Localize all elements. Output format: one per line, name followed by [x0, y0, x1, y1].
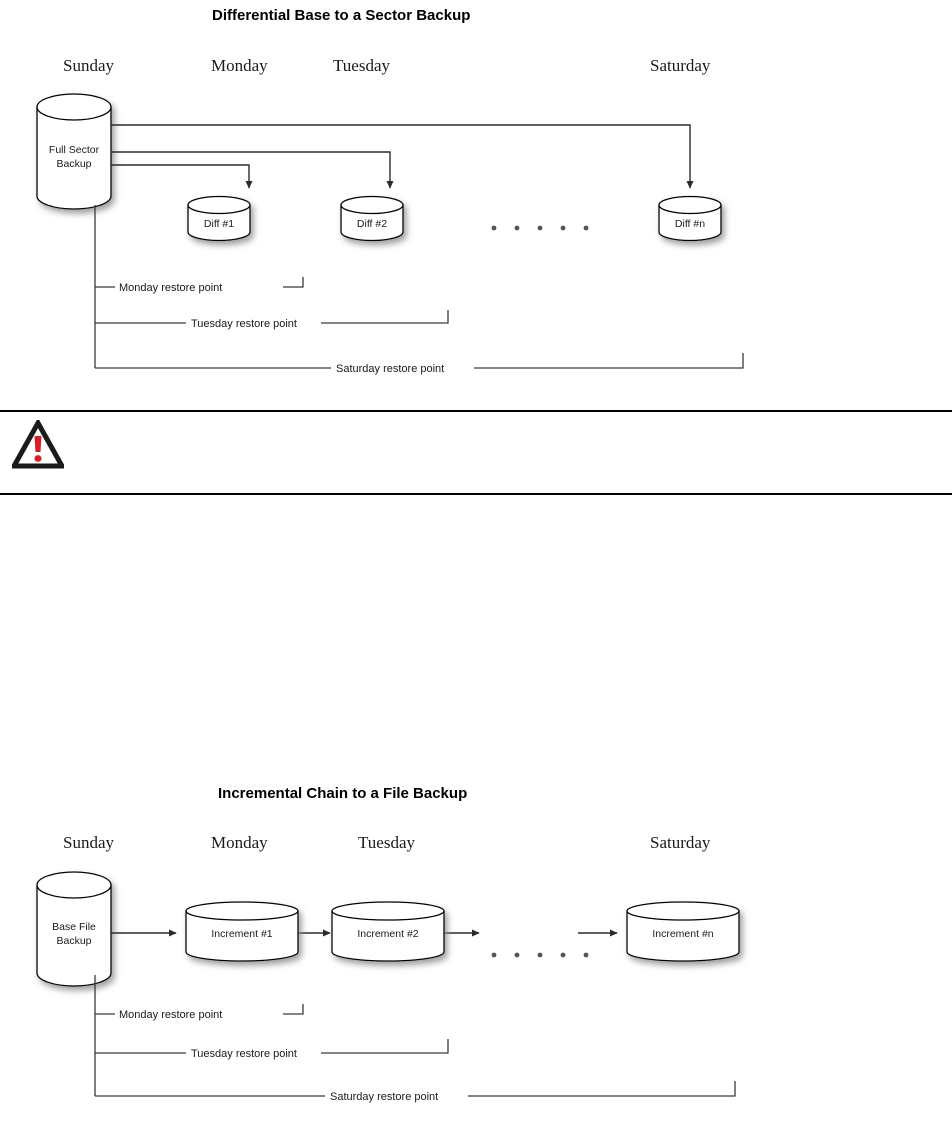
- day-label-monday: Monday: [211, 833, 268, 852]
- diagram-differential-base-to-sector-backup: Differential Base to a Sector Backup Sun…: [0, 0, 952, 400]
- connector-base-to-diff-n: [111, 124, 694, 189]
- node-increment-n: [626, 901, 740, 962]
- restore-point-tuesday: Tuesday restore point: [95, 310, 449, 330]
- node-label-line2: Backup: [56, 935, 91, 947]
- warning-callout: [0, 410, 952, 495]
- node-label-line1: Full Sector: [49, 144, 100, 156]
- restore-point-label-monday: Monday restore point: [119, 1009, 222, 1021]
- connector-base-to-diff-1: [111, 164, 253, 189]
- node-label-line1: Base File: [52, 921, 96, 933]
- day-label-saturday: Saturday: [650, 56, 711, 75]
- restore-point-monday: Monday restore point: [95, 277, 304, 294]
- restore-point-label-saturday: Saturday restore point: [336, 363, 444, 375]
- day-label-saturday: Saturday: [650, 833, 711, 852]
- warning-triangle-icon: [12, 420, 64, 469]
- restore-point-saturday: Saturday restore point: [95, 353, 744, 375]
- node-label-increment-2: Increment #2: [357, 928, 418, 940]
- node-label-increment-n: Increment #n: [652, 928, 713, 940]
- day-label-sunday: Sunday: [63, 833, 115, 852]
- day-label-tuesday: Tuesday: [358, 833, 415, 852]
- restore-point-tuesday: Tuesday restore point: [95, 1039, 449, 1060]
- node-label-diff-2: Diff #2: [357, 218, 387, 230]
- day-label-monday: Monday: [211, 56, 268, 75]
- restore-point-label-saturday: Saturday restore point: [330, 1091, 438, 1103]
- diagram-title: Incremental Chain to a File Backup: [218, 785, 467, 802]
- restore-point-label-tuesday: Tuesday restore point: [191, 318, 297, 330]
- node-diff-1: [187, 195, 251, 242]
- node-label-diff-n: Diff #n: [675, 218, 705, 230]
- node-label-diff-1: Diff #1: [204, 218, 234, 230]
- restore-point-label-monday: Monday restore point: [119, 282, 222, 294]
- diagram-title: Differential Base to a Sector Backup: [212, 7, 470, 24]
- day-label-sunday: Sunday: [63, 56, 115, 75]
- node-full-sector-backup: [36, 93, 112, 210]
- connector-base-to-diff-2: [111, 151, 394, 189]
- node-label-line2: Backup: [56, 158, 91, 170]
- restore-point-saturday: Saturday restore point: [95, 1081, 736, 1103]
- restore-point-label-tuesday: Tuesday restore point: [191, 1048, 297, 1060]
- node-increment-2: [331, 901, 445, 962]
- node-base-file-backup: [36, 871, 112, 987]
- node-diff-n: [658, 195, 722, 242]
- day-label-tuesday: Tuesday: [333, 56, 390, 75]
- restore-point-monday: Monday restore point: [95, 1004, 304, 1021]
- diagram-incremental-chain-to-file-backup: Incremental Chain to a File Backup Sunda…: [0, 770, 952, 1123]
- ellipsis-dots: [491, 225, 589, 231]
- node-increment-1: [185, 901, 299, 962]
- ellipsis-dots: [491, 952, 589, 958]
- node-diff-2: [340, 195, 404, 242]
- node-label-increment-1: Increment #1: [211, 928, 272, 940]
